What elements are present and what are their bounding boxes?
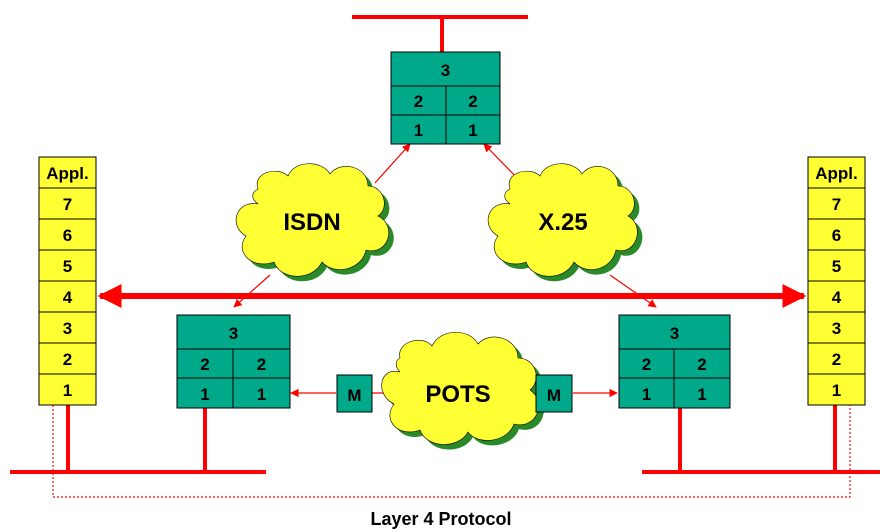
- left-router-layer1-a: 1: [200, 385, 209, 404]
- top-router: 3 2 2 1 1: [390, 51, 501, 145]
- top-router-layer2-b: 2: [468, 92, 477, 111]
- right-router: 3 2 2 1 1: [618, 314, 731, 409]
- left-router-layer2-b: 2: [257, 355, 266, 374]
- right-router-layer2-a: 2: [642, 355, 651, 374]
- left-stack-header: Appl.: [46, 164, 89, 183]
- right-stack-layer7: 7: [832, 195, 841, 214]
- right-stack-layer5: 5: [832, 257, 841, 276]
- left-stack-layer7: 7: [63, 195, 72, 214]
- left-modem-label: M: [347, 386, 361, 405]
- right-stack-layer4: 4: [832, 288, 842, 307]
- right-router-layer3: 3: [670, 324, 679, 343]
- left-stack-layer5: 5: [63, 257, 72, 276]
- right-stack-layer3: 3: [832, 319, 841, 338]
- right-router-layer2-b: 2: [697, 355, 706, 374]
- top-router-layer3: 3: [441, 61, 450, 80]
- isdn-to-top-router-arrow: [374, 143, 411, 184]
- left-router: 3 2 2 1 1: [176, 314, 291, 409]
- right-stack-layer1: 1: [832, 381, 841, 400]
- left-router-layer2-a: 2: [200, 355, 209, 374]
- top-router-layer2-a: 2: [414, 92, 423, 111]
- left-router-layer3: 3: [229, 324, 238, 343]
- left-router-layer1-b: 1: [257, 385, 266, 404]
- top-router-layer1-a: 1: [414, 121, 423, 140]
- right-stack-layer2: 2: [832, 350, 841, 369]
- x25-to-right-router-arrow: [609, 274, 657, 308]
- right-modem: M: [535, 374, 573, 413]
- right-stack-header: Appl.: [815, 164, 858, 183]
- x25-cloud: X.25: [487, 163, 643, 282]
- pots-cloud: POTS: [381, 332, 544, 450]
- isdn-to-left-router-arrow: [233, 274, 271, 308]
- right-modem-label: M: [547, 386, 561, 405]
- pots-label: POTS: [425, 381, 490, 408]
- right-stack-layer6: 6: [832, 226, 841, 245]
- left-stack-layer4: 4: [63, 288, 73, 307]
- diagram-caption: Layer 4 Protocol: [370, 509, 511, 529]
- left-stack-layer3: 3: [63, 319, 72, 338]
- right-router-layer1-a: 1: [642, 385, 651, 404]
- left-protocol-stack: Appl. 7 6 5 4 3 2 1: [38, 156, 97, 406]
- left-modem: M: [336, 374, 373, 413]
- isdn-label: ISDN: [283, 209, 340, 236]
- isdn-cloud: ISDN: [235, 163, 394, 282]
- left-stack-layer6: 6: [63, 226, 72, 245]
- left-stack-layer2: 2: [63, 350, 72, 369]
- right-protocol-stack: Appl. 7 6 5 4 3 2 1: [807, 156, 866, 406]
- x25-label: X.25: [538, 209, 587, 236]
- top-router-layer1-b: 1: [468, 121, 477, 140]
- left-stack-layer1: 1: [63, 381, 72, 400]
- right-router-layer1-b: 1: [697, 385, 706, 404]
